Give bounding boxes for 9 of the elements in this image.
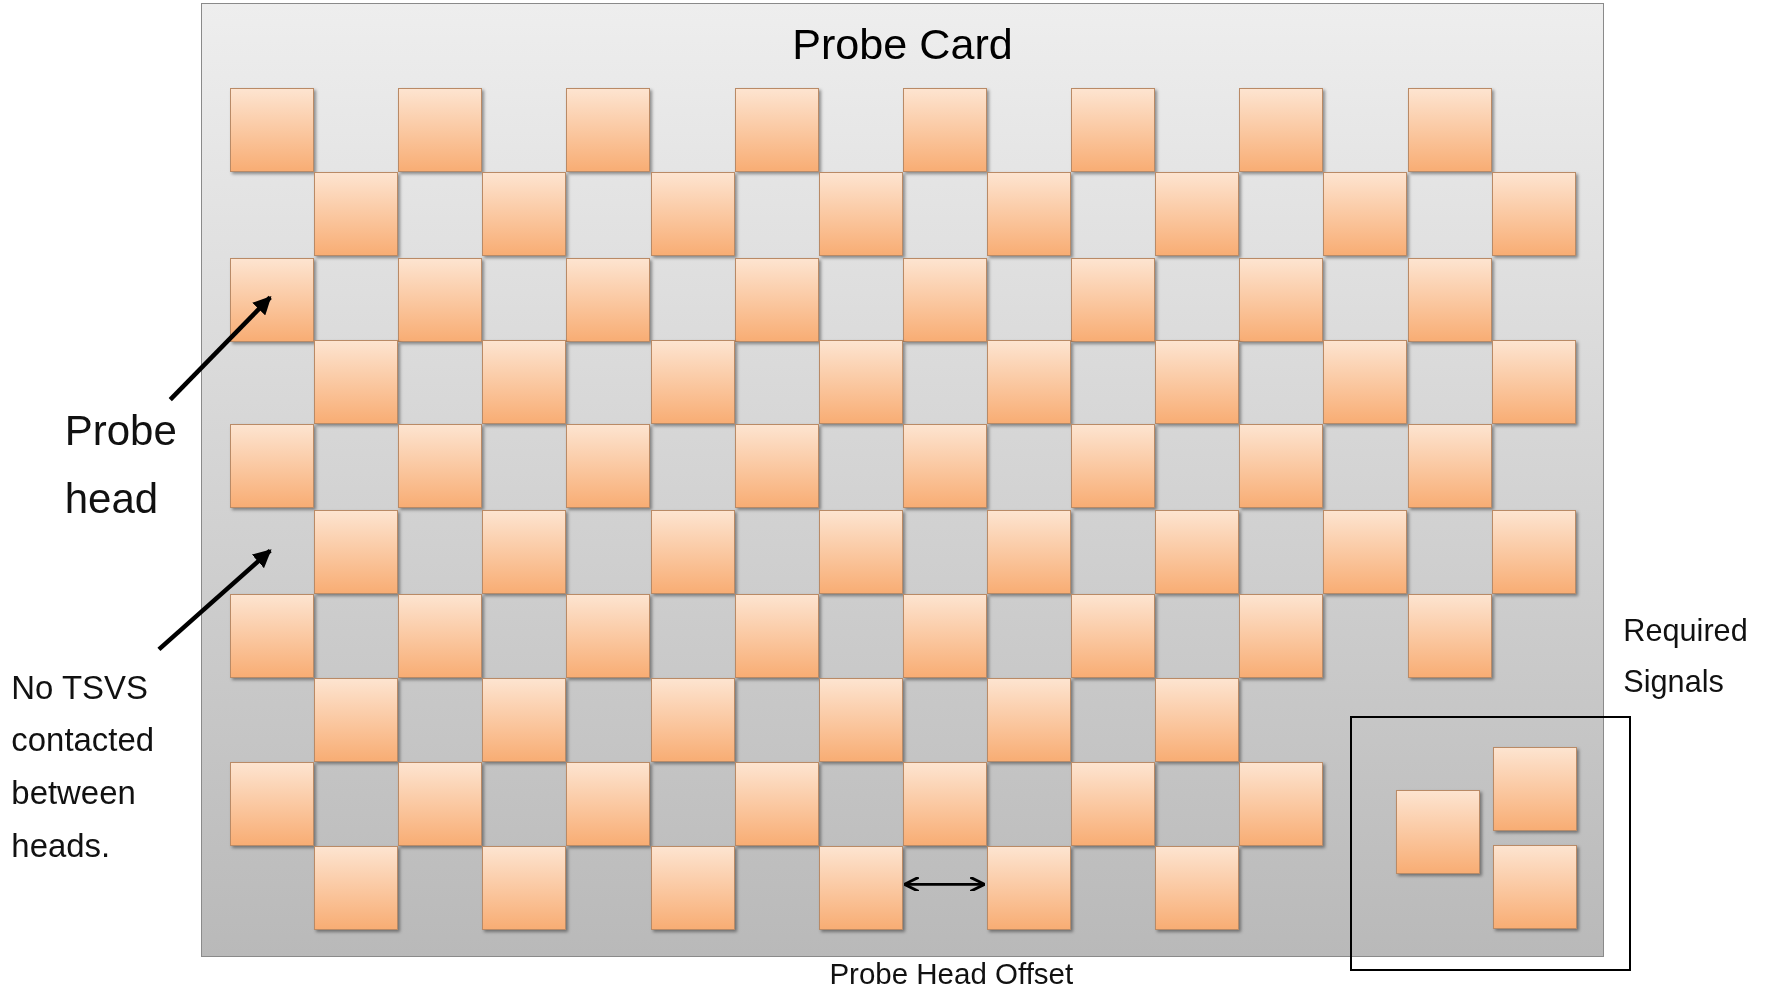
group-heading: Required Signals [1623, 612, 1749, 701]
callout-text: No TSVS contacted between heads. [11, 661, 210, 873]
leader-arrow [168, 295, 272, 402]
probe-head-square [230, 257, 315, 342]
dimension-label: Probe Head Offset [829, 956, 1074, 991]
probe-card-panel [200, 3, 1605, 957]
card-title: Probe Card [791, 20, 1014, 70]
callout-text: Probe head [64, 397, 201, 532]
leader-arrow [157, 548, 272, 652]
